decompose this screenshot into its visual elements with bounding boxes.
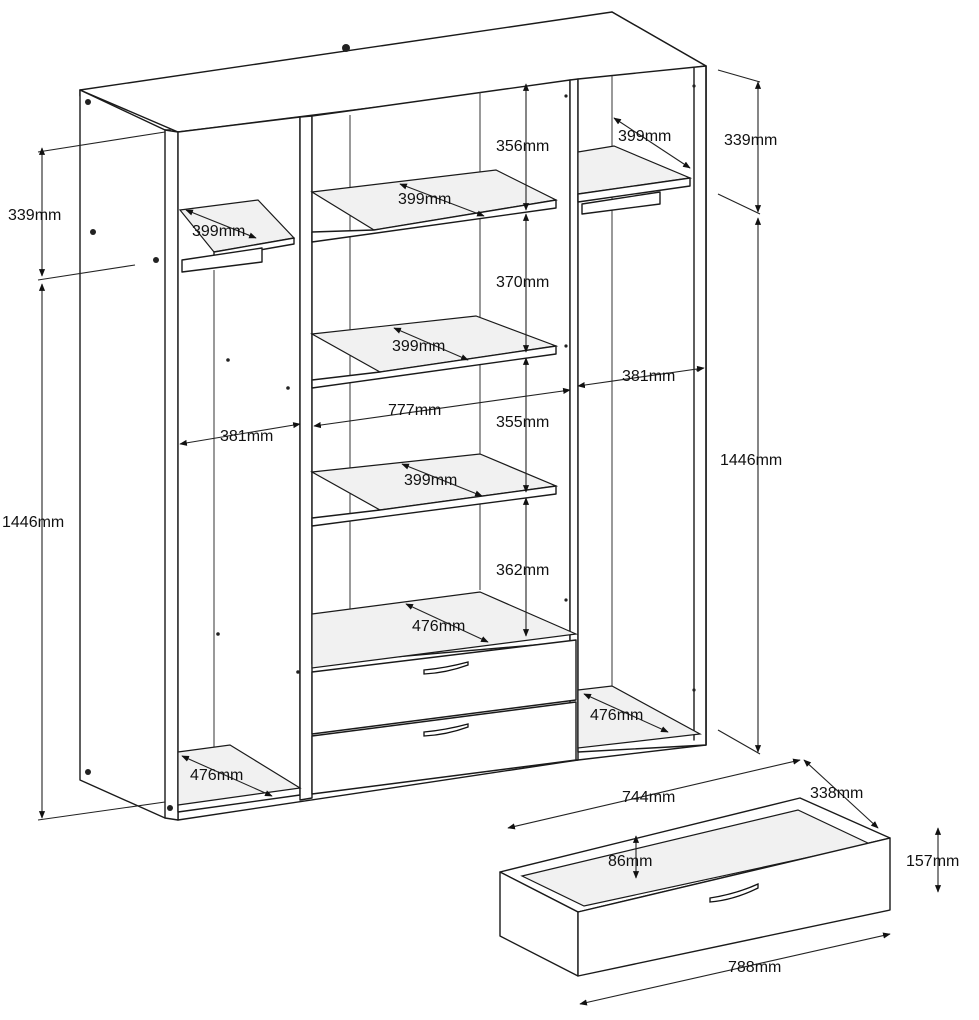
left-total-height-label: 1446mm xyxy=(2,514,64,531)
center-gap-3-label: 355mm xyxy=(496,414,549,431)
center-gap-2-label: 370mm xyxy=(496,274,549,291)
center-gap-4-label: 362mm xyxy=(496,562,549,579)
drawer-depth-label: 338mm xyxy=(810,785,863,802)
center-shelf-3-depth-label: 399mm xyxy=(404,472,457,489)
drawer-width-inner-label: 744mm xyxy=(622,789,675,806)
drawer-front-width-label: 788mm xyxy=(728,959,781,976)
center-shelf-2-depth-label: 399mm xyxy=(392,338,445,355)
center-bottom-depth-label: 476mm xyxy=(412,618,465,635)
center-inner-width-label: 777mm xyxy=(388,402,441,419)
right-hang-width-label: 381mm xyxy=(622,368,675,385)
left-floor-depth-label: 476mm xyxy=(190,767,243,784)
right-total-height-label: 1446mm xyxy=(720,452,782,469)
detached-drawer xyxy=(499,758,942,1006)
dimension-labels: 339mm 399mm 381mm 1446mm 476mm 356mm 399… xyxy=(2,128,959,976)
right-shelf-depth-label: 399mm xyxy=(618,128,671,145)
center-gap-1-label: 356mm xyxy=(496,138,549,155)
right-floor-depth-label: 476mm xyxy=(590,707,643,724)
drawer-inner-height-label: 86mm xyxy=(608,853,652,870)
left-side-panel xyxy=(79,89,179,821)
right-top-height-label: 339mm xyxy=(724,132,777,149)
wardrobe-drawer-1 xyxy=(311,639,577,735)
left-divider xyxy=(299,115,313,801)
center-shelf-1-depth-label: 399mm xyxy=(398,191,451,208)
left-top-height-label: 339mm xyxy=(8,207,61,224)
dimension-lines xyxy=(37,69,762,821)
left-shelf-depth-label: 399mm xyxy=(192,223,245,240)
drawer-front-height-label: 157mm xyxy=(906,853,959,870)
left-hang-width-label: 381mm xyxy=(220,428,273,445)
